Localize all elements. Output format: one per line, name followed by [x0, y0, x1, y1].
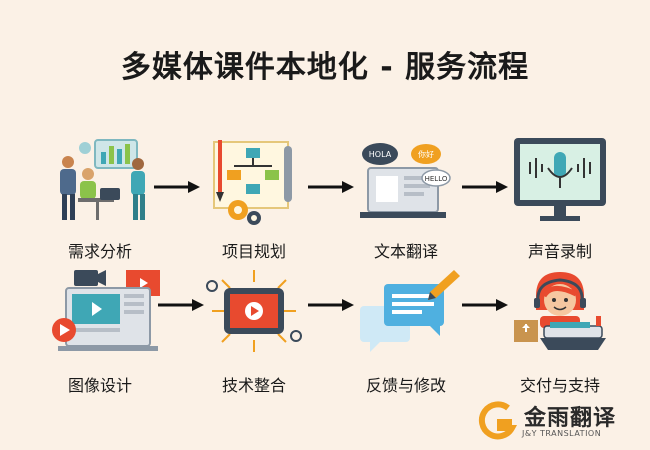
jy-logo-icon — [478, 401, 518, 440]
microphone-monitor-icon — [500, 132, 620, 232]
arrow-right-icon — [154, 181, 200, 193]
tech-integration-icon — [194, 266, 314, 366]
step-label: 技术整合 — [221, 376, 286, 395]
step-label: 文本翻译 — [373, 242, 438, 261]
step-delivery-support: 交付与支持 — [500, 266, 620, 396]
step-label: 反馈与修改 — [365, 376, 446, 395]
step-text-translation: HOLA 你好 HELLO 文本翻译 — [346, 132, 466, 262]
step-label: 项目规划 — [221, 242, 286, 261]
page-title: 多媒体课件本地化 - 服务流程 — [120, 50, 530, 85]
step-label: 需求分析 — [67, 242, 132, 261]
step-voice-recording: 声音录制 — [500, 132, 620, 262]
translation-bubbles-icon: HOLA 你好 HELLO — [346, 132, 466, 232]
bubble-hola: HOLA — [369, 150, 392, 159]
step-label: 交付与支持 — [519, 376, 600, 395]
team-analytics-icon — [40, 132, 160, 232]
feedback-chat-icon — [346, 266, 466, 366]
brand-subtitle: J&Y TRANSLATION — [522, 429, 602, 438]
arrow-right-icon — [158, 299, 204, 311]
flowchart-plan-icon — [194, 132, 314, 232]
arrow-right-icon — [462, 299, 508, 311]
step-label: 声音录制 — [527, 242, 592, 261]
brand-logo: 金雨翻译 J&Y TRANSLATION — [478, 396, 643, 446]
bubble-hello: HELLO — [425, 175, 448, 183]
step-image-design: 图像设计 — [40, 266, 160, 396]
step-tech-integration: 技术整合 — [194, 266, 314, 396]
step-label: 图像设计 — [67, 376, 132, 395]
support-agent-icon — [500, 266, 620, 366]
step-feedback-revision: 反馈与修改 — [346, 266, 466, 396]
arrow-right-icon — [308, 181, 354, 193]
video-design-icon — [40, 266, 160, 366]
arrow-right-icon — [308, 299, 354, 311]
arrow-right-icon — [462, 181, 508, 193]
step-project-planning: 项目规划 — [194, 132, 314, 262]
step-requirement-analysis: 需求分析 — [40, 132, 160, 262]
brand-name: 金雨翻译 — [524, 406, 617, 431]
bubble-nihao: 你好 — [418, 149, 434, 159]
